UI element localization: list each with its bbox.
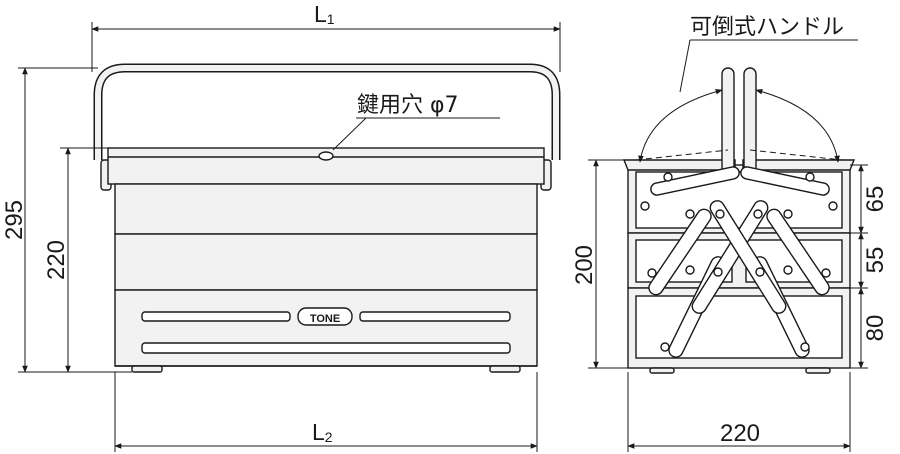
l2-subscript: 2 [325,429,333,445]
body-tier-1 [114,183,538,235]
side-handle-left [721,67,735,179]
keyhole [318,151,334,161]
front-view [93,63,561,373]
keyhole-label: 鍵用穴 φ7 [357,93,459,118]
dim-200: 200 [571,245,598,285]
brand-label: TONE [310,313,340,325]
l1-label: L [314,1,327,27]
foot [489,365,521,373]
svg-text:L2: L2 [312,419,333,445]
dim-55: 55 [862,247,889,274]
l1-subscript: 1 [327,11,335,27]
l2-label: L [312,419,325,445]
foot [131,365,163,373]
dim-220-front: 220 [43,240,70,280]
handle [93,63,561,160]
dim-295: 295 [1,200,28,240]
side-view [622,67,856,374]
body-tier-3 [114,289,538,367]
dim-220-depth: 220 [720,420,760,447]
dim-65: 65 [862,186,889,213]
side-handle-right [743,67,757,179]
brand-plate [297,307,353,326]
dimension-lines [18,22,868,452]
dim-80: 80 [862,315,889,342]
body-tier-2 [114,233,538,291]
handle-label: 可倒式ハンドル [690,15,844,40]
svg-text:L1: L1 [314,1,335,27]
